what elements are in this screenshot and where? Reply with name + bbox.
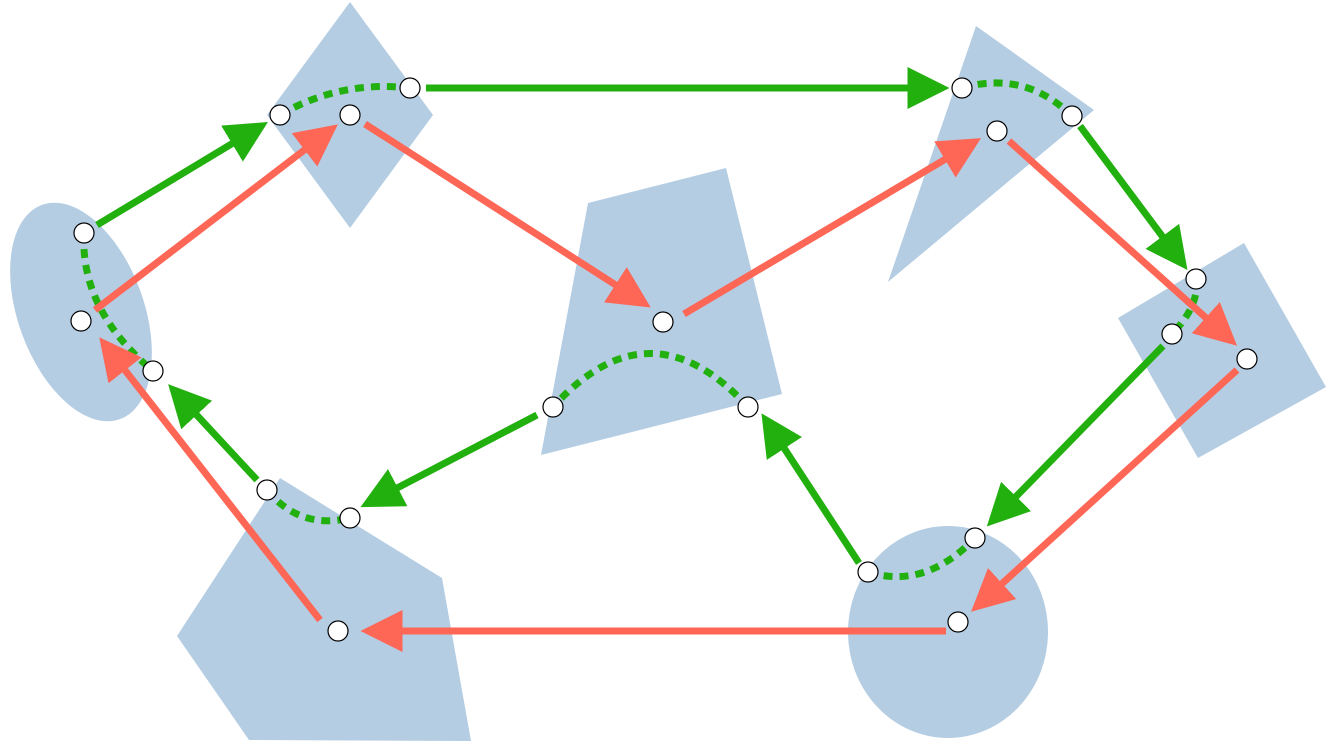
triangle-top-right-shape [888, 26, 1094, 282]
green-arrow-pentagon-to-ellipse [168, 384, 260, 483]
node [339, 104, 361, 126]
red-arrow-trapezoid-to-triangle [682, 138, 982, 318]
green-dotted-trapezoid [550, 350, 751, 410]
green-arrow-circle-to-trapezoid [761, 413, 862, 565]
red-arrow-pentagon-to-ellipse [99, 337, 323, 623]
node [652, 311, 674, 333]
node [737, 396, 759, 418]
node [986, 120, 1008, 142]
node [339, 507, 361, 529]
green-arrow-quad-to-circle [986, 343, 1166, 527]
pentagon-bottom-left-shape [177, 478, 471, 741]
node [256, 479, 278, 501]
node [1061, 105, 1083, 127]
node [399, 77, 421, 99]
node [964, 527, 986, 549]
node [1161, 323, 1183, 345]
node [951, 77, 973, 99]
green-dotted-circle [866, 535, 978, 581]
node [73, 222, 95, 244]
node [327, 620, 349, 642]
node [142, 360, 164, 382]
red-arrows [92, 121, 1240, 652]
green-arrows [95, 67, 1188, 565]
node [947, 611, 969, 633]
quad-right-shape [1118, 243, 1326, 458]
node [542, 396, 564, 418]
red-arrow-quad-to-circle [971, 367, 1240, 612]
red-arrow-triangle-to-quad [1006, 138, 1238, 346]
green-dotted-diamond [278, 83, 411, 119]
node [857, 561, 879, 583]
red-arrow-diamond-to-trapezoid [363, 121, 651, 308]
green-arrow-triangle-to-quad [1077, 123, 1188, 271]
green-dotted-ellipse [80, 232, 156, 374]
node [70, 310, 92, 332]
green-arrow-trapezoid-to-pentagon [360, 411, 539, 508]
green-arrow-ellipse-to-diamond [95, 121, 268, 228]
node [269, 104, 291, 126]
nodes-layer [70, 77, 1258, 642]
node [1185, 268, 1207, 290]
node [1236, 348, 1258, 370]
red-arrow-ellipse-to-diamond [92, 124, 338, 313]
